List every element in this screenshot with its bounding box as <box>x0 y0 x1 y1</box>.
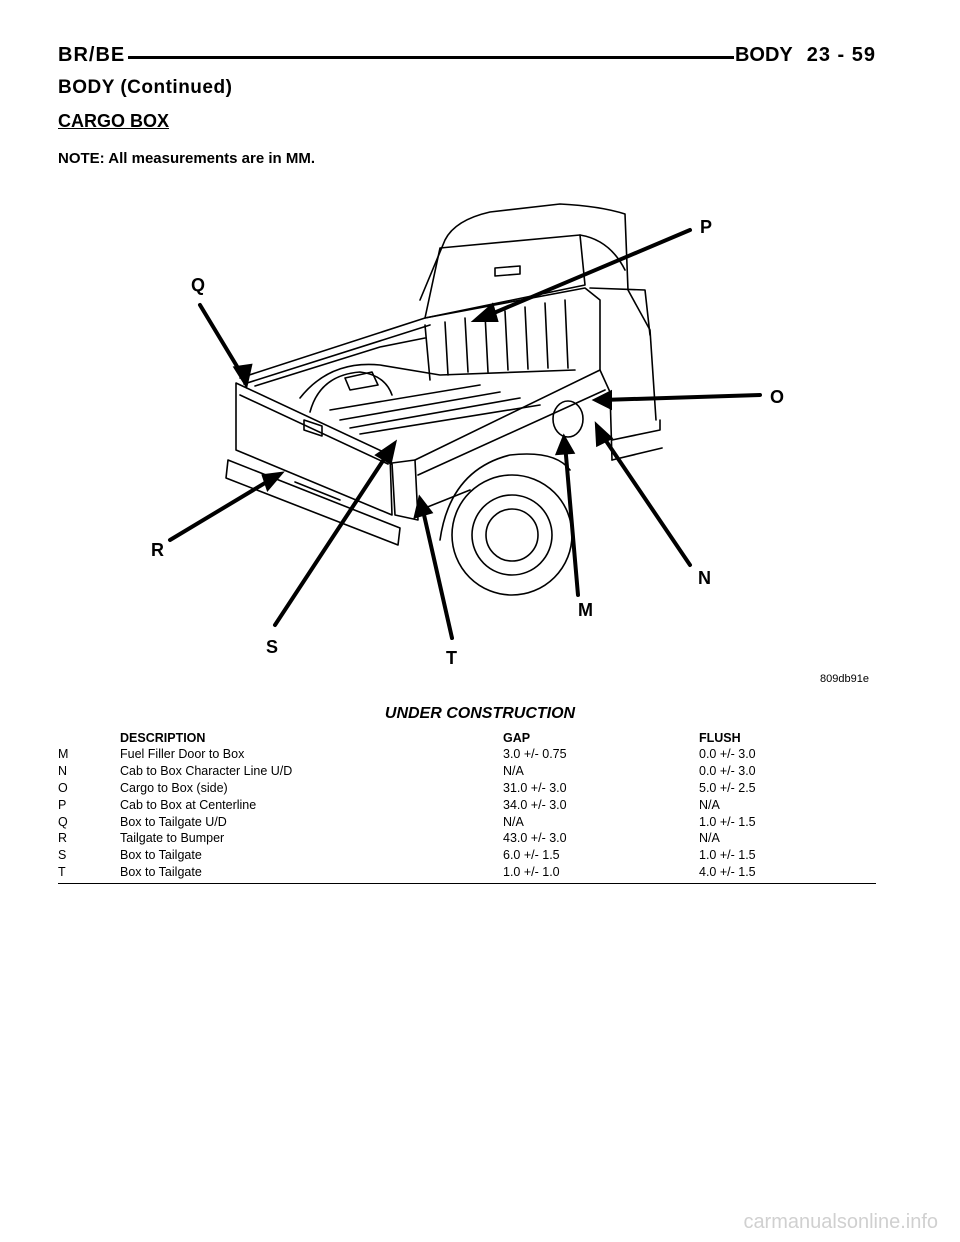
table-row: T Box to Tailgate 1.0 +/- 1.0 4.0 +/- 1.… <box>58 863 876 885</box>
callout-r: R <box>151 540 164 560</box>
row-description: Box to Tailgate <box>120 863 503 885</box>
row-flush: 4.0 +/- 1.5 <box>699 863 876 885</box>
row-letter: N <box>58 764 68 779</box>
table-row: P Cab to Box at Centerline 34.0 +/- 3.0 … <box>58 796 876 813</box>
row-description: Cab to Box at Centerline <box>120 797 257 812</box>
row-flush: N/A <box>699 831 720 846</box>
section-title: CARGO BOX <box>58 111 170 131</box>
row-description: Fuel Filler Door to Box <box>120 747 245 762</box>
header-flush: FLUSH <box>699 730 741 745</box>
header-rule <box>128 56 734 59</box>
row-flush: 0.0 +/- 3.0 <box>699 747 756 762</box>
header-letter <box>58 729 120 746</box>
row-letter: R <box>58 831 68 846</box>
figure-id: 809db91e <box>820 673 869 685</box>
row-gap: 1.0 +/- 1.0 <box>503 863 699 885</box>
row-flush: 1.0 +/- 1.5 <box>699 814 756 829</box>
row-flush: 5.0 +/- 2.5 <box>699 780 756 795</box>
header-right: BODY 23 - 59 <box>735 44 876 67</box>
continued-title: BODY (Continued) <box>58 77 233 98</box>
row-description: Cargo to Box (side) <box>120 780 228 795</box>
callout-s: S <box>266 637 278 657</box>
table-row: R Tailgate to Bumper 43.0 +/- 3.0 N/A <box>58 830 876 847</box>
row-gap: 6.0 +/- 1.5 <box>503 848 560 863</box>
row-gap: 43.0 +/- 3.0 <box>503 831 567 846</box>
row-flush: N/A <box>699 797 720 812</box>
row-description: Box to Tailgate <box>120 848 202 863</box>
section-name: BODY <box>734 44 793 66</box>
row-letter: T <box>58 863 120 885</box>
row-flush: 1.0 +/- 1.5 <box>699 848 756 863</box>
watermark-text: carmanualsonline.info <box>743 1211 938 1233</box>
callout-m: M <box>578 600 593 620</box>
table-row: Q Box to Tailgate U/D N/A 1.0 +/- 1.5 <box>58 813 876 830</box>
row-gap: N/A <box>503 814 524 829</box>
row-letter: P <box>58 797 67 812</box>
table-row: N Cab to Box Character Line U/D N/A 0.0 … <box>58 763 876 780</box>
row-letter: S <box>58 848 67 863</box>
row-letter: O <box>58 780 68 795</box>
table-title: UNDER CONSTRUCTION <box>384 705 576 722</box>
row-letter: M <box>58 747 69 762</box>
row-gap: 31.0 +/- 3.0 <box>503 780 567 795</box>
row-flush: 0.0 +/- 3.0 <box>699 764 756 779</box>
table-header-row: DESCRIPTION GAP FLUSH <box>58 729 876 746</box>
note-text: NOTE: All measurements are in MM. <box>58 150 316 167</box>
page-header: BR/BE BODY 23 - 59 <box>58 42 876 72</box>
truck-cargo-box-figure: P Q O R N M S T <box>151 203 784 668</box>
row-gap: 3.0 +/- 0.75 <box>503 747 567 762</box>
table-row: O Cargo to Box (side) 31.0 +/- 3.0 5.0 +… <box>58 780 876 797</box>
row-description: Box to Tailgate U/D <box>120 814 227 829</box>
table-row: M Fuel Filler Door to Box 3.0 +/- 0.75 0… <box>58 746 876 763</box>
callout-t: T <box>446 648 457 668</box>
row-description: Tailgate to Bumper <box>120 831 225 846</box>
row-gap: N/A <box>503 764 524 779</box>
model-code: BR/BE <box>58 44 126 66</box>
table-row: S Box to Tailgate 6.0 +/- 1.5 1.0 +/- 1.… <box>58 847 876 864</box>
callout-o: O <box>770 387 784 407</box>
callout-q: Q <box>191 275 205 295</box>
page-number: 23 - 59 <box>806 44 876 66</box>
row-gap: 34.0 +/- 3.0 <box>503 797 567 812</box>
measurement-table: DESCRIPTION GAP FLUSH M Fuel Filler Door… <box>58 729 876 885</box>
header-description: DESCRIPTION <box>120 730 206 745</box>
row-letter: Q <box>58 814 68 829</box>
header-gap: GAP <box>503 730 531 745</box>
callout-n: N <box>698 568 711 588</box>
row-description: Cab to Box Character Line U/D <box>120 764 293 779</box>
callout-p: P <box>700 217 712 237</box>
